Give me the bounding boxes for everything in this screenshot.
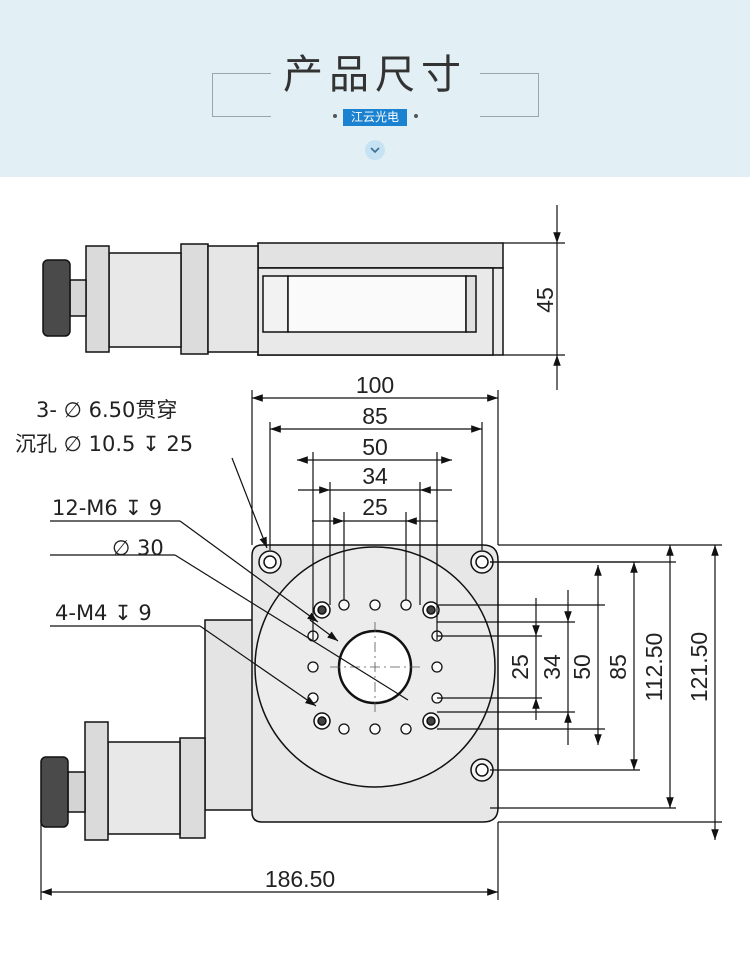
center-lines (330, 622, 420, 712)
callout-m4: 4-M4 ↧ 9 (55, 601, 152, 625)
dim-width-34: 34 (362, 463, 388, 489)
callout-leaders (50, 457, 409, 707)
dim-width-50: 50 (362, 434, 388, 460)
bottom-dimension (40, 820, 499, 900)
dim-width-25: 25 (362, 494, 388, 520)
divider-dot (333, 114, 337, 118)
height-dimension (503, 205, 565, 390)
dim-height-121-50: 121.50 (686, 632, 712, 702)
callout-counterbore: 沉孔 ∅ 10.5 ↧ 25 (15, 432, 193, 456)
dim-height-50: 50 (569, 654, 595, 680)
dim-height: 45 (532, 287, 558, 313)
dim-height-25: 25 (507, 654, 533, 680)
side-view (42, 242, 504, 356)
page-title: 产品尺寸 (283, 52, 467, 98)
callout-through-holes: 3- ∅ 6.50贯穿 (36, 398, 177, 422)
chevron-down-icon[interactable] (365, 140, 385, 160)
title-frame-left (212, 73, 271, 117)
header-banner: 产品尺寸 江云光电 (0, 0, 750, 177)
right-dimensions (437, 544, 722, 840)
top-dimensions (251, 390, 499, 640)
dim-width-85: 85 (362, 403, 388, 429)
top-view (40, 544, 499, 841)
title-frame-right (480, 73, 539, 117)
dim-height-34: 34 (539, 654, 565, 680)
dim-overall-length: 186.50 (265, 866, 335, 892)
callout-m6: 12-M6 ↧ 9 (52, 496, 162, 520)
brand-badge: 江云光电 (343, 109, 407, 126)
dimension-drawing: 45 (15, 205, 722, 900)
divider-dot (414, 114, 418, 118)
dim-height-85: 85 (605, 654, 631, 680)
dim-height-112-50: 112.50 (641, 633, 667, 702)
dim-width-100: 100 (356, 372, 394, 398)
callout-center-bore: ∅ 30 (112, 536, 164, 560)
